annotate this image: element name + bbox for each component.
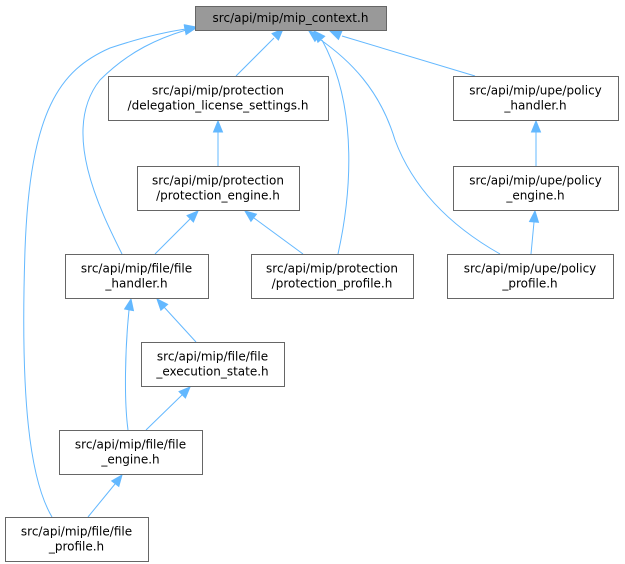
edge-line xyxy=(154,218,191,255)
node-label: src/api/mip/upe/policy xyxy=(469,174,602,188)
edge-arrowhead xyxy=(271,28,284,41)
node-policy-engine[interactable]: src/api/mip/upe/policy_engine.h xyxy=(453,166,619,211)
edge-policy_profile-to-policy_engine xyxy=(528,209,540,255)
node-label: _profile.h xyxy=(501,277,557,291)
edge-policy_engine-to-policy_handler xyxy=(530,119,542,166)
node-label: src/api/mip/file/file xyxy=(75,438,186,452)
node-label: src/api/mip/protection xyxy=(266,262,398,276)
edge-arrowhead xyxy=(156,298,169,312)
node-box xyxy=(141,342,285,387)
node-box xyxy=(59,430,203,475)
node-label: src/api/mip/upe/policy xyxy=(469,84,602,98)
node-box xyxy=(5,517,149,562)
node-box xyxy=(447,254,614,299)
edge-protection_profile-to-mip_context xyxy=(313,30,350,255)
edge-arrowhead xyxy=(243,210,258,223)
node-layer: src/api/mip/mip_context.h src/api/mip/pro… xyxy=(5,6,619,562)
edge-arrowhead xyxy=(110,473,123,488)
edge-file_handler-to-protection_engine xyxy=(154,210,199,255)
edge-delegation-to-mip_context xyxy=(235,28,284,77)
node-label: src/api/mip/protection xyxy=(152,84,284,98)
node-label: _engine.h xyxy=(505,189,564,203)
node-label: _engine.h xyxy=(100,453,159,467)
node-label: /protection_profile.h xyxy=(272,277,393,291)
edge-file_handler-to-mip_context xyxy=(82,25,198,255)
node-protection-engine[interactable]: src/api/mip/protection/protection_engine… xyxy=(137,166,300,211)
edge-line xyxy=(23,28,187,518)
edge-line xyxy=(163,306,197,343)
node-delegation[interactable]: src/api/mip/protection/delegation_licens… xyxy=(108,76,329,121)
node-label: src/api/mip/file/file xyxy=(81,262,192,276)
edge-line xyxy=(317,37,501,255)
node-label: /protection_engine.h xyxy=(156,189,280,203)
edge-arrowhead xyxy=(183,24,198,35)
node-box xyxy=(108,76,329,121)
edge-arrowhead xyxy=(328,30,343,41)
node-file-profile[interactable]: src/api/mip/file/file_profile.h xyxy=(5,517,149,562)
node-policy-handler[interactable]: src/api/mip/upe/policy_handler.h xyxy=(453,76,619,121)
edge-policy_handler-to-mip_context xyxy=(328,30,476,77)
edge-line xyxy=(321,39,350,255)
node-box xyxy=(251,254,414,299)
node-label: _profile.h xyxy=(48,540,104,554)
edge-arrowhead xyxy=(123,297,135,312)
edge-file_profile-to-mip_context xyxy=(23,24,198,518)
node-mip-context[interactable]: src/api/mip/mip_context.h xyxy=(195,6,387,31)
edge-layer xyxy=(23,24,542,518)
edge-line xyxy=(124,309,130,431)
node-policy-profile[interactable]: src/api/mip/upe/policy_profile.h xyxy=(447,254,614,299)
edge-policy_profile-to-mip_context xyxy=(307,30,501,255)
node-box xyxy=(195,6,387,31)
edge-line xyxy=(530,221,535,255)
node-label: _handler.h xyxy=(503,99,566,113)
edge-line xyxy=(87,483,116,518)
node-label: src/api/mip/file/file xyxy=(157,350,268,364)
edge-arrowhead xyxy=(212,119,224,133)
edge-arrowhead xyxy=(307,30,322,43)
edge-arrowhead xyxy=(530,119,542,133)
edge-line xyxy=(253,217,304,255)
node-box xyxy=(453,76,619,121)
node-box xyxy=(137,166,300,211)
edge-file_profile-to-file_engine xyxy=(87,473,123,518)
edge-line xyxy=(341,35,476,77)
edge-file_engine-to-file_execution_state xyxy=(145,386,191,431)
edge-line xyxy=(82,29,187,255)
edge-line xyxy=(235,37,275,77)
node-label: src/api/mip/protection xyxy=(152,174,284,188)
edge-protection_profile-to-protection_engine xyxy=(243,210,304,255)
edge-line xyxy=(145,394,183,431)
node-label: src/api/mip/mip_context.h xyxy=(213,11,369,25)
edge-arrowhead xyxy=(178,386,191,399)
edge-file_engine-to-file_handler xyxy=(123,297,135,431)
edge-arrowhead xyxy=(186,210,199,223)
node-label: src/api/mip/upe/policy xyxy=(464,262,597,276)
node-file-execution-state[interactable]: src/api/mip/file/file_execution_state.h xyxy=(141,342,285,387)
node-label: src/api/mip/file/file xyxy=(21,525,132,539)
node-file-handler[interactable]: src/api/mip/file/file_handler.h xyxy=(65,254,209,299)
edge-file_execution_state-to-file_handler xyxy=(156,298,197,343)
edge-arrowhead xyxy=(528,209,540,223)
node-label: _execution_state.h xyxy=(155,365,268,379)
node-label: /delegation_license_settings.h xyxy=(128,99,309,113)
node-box xyxy=(453,166,619,211)
node-box xyxy=(65,254,209,299)
node-label: _handler.h xyxy=(104,277,167,291)
node-file-engine[interactable]: src/api/mip/file/file_engine.h xyxy=(59,430,203,475)
node-protection-profile[interactable]: src/api/mip/protection/protection_profil… xyxy=(251,254,414,299)
edge-protection_engine-to-delegation xyxy=(212,119,224,166)
